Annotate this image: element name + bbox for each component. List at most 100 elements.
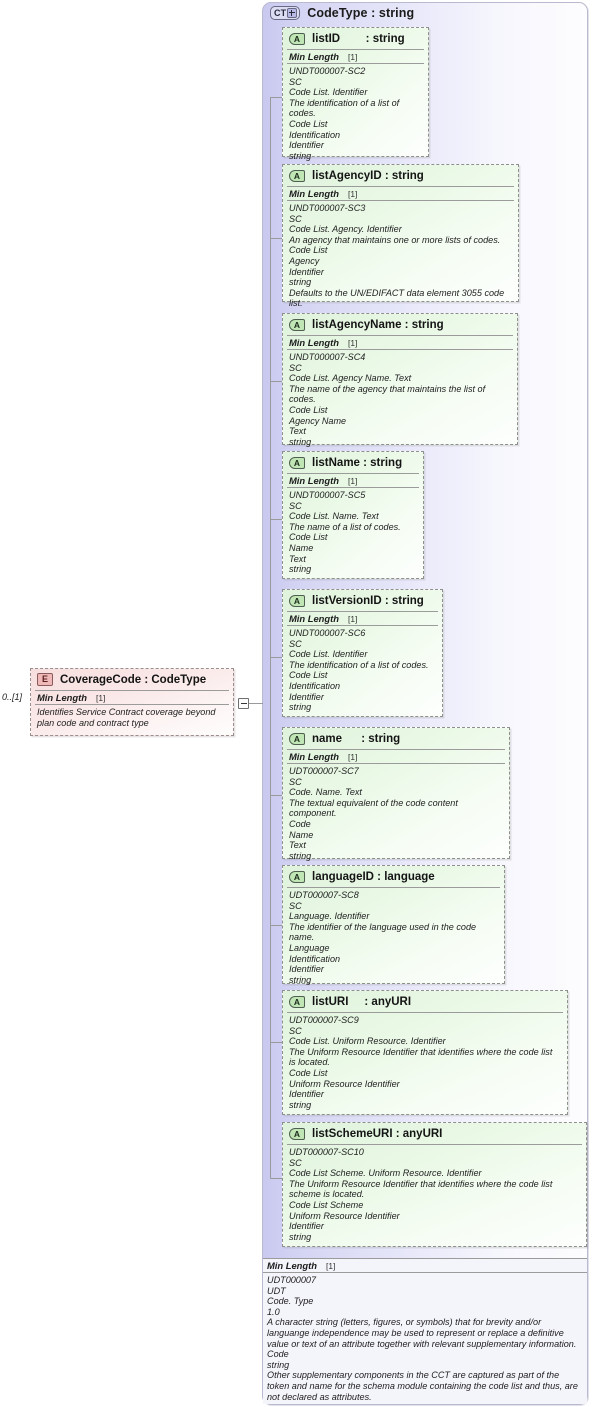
doc-line: Code List: [289, 670, 328, 681]
divider: [287, 200, 514, 201]
doc-line: SC: [289, 76, 302, 87]
divider: [287, 349, 513, 350]
attribute-documentation: UDT000007-SC9 SC Code List. Uniform Reso…: [283, 1013, 567, 1113]
attribute-title: listAgencyID : string: [312, 169, 424, 182]
divider: [263, 1258, 587, 1259]
attribute-box-listURI[interactable]: A listURI : anyURI UDT000007-SC9 SC Code…: [282, 990, 568, 1115]
facet-value: [1]: [96, 693, 106, 703]
attribute-box-languageID[interactable]: A languageID : language UDT000007-SC8 SC…: [282, 865, 505, 985]
doc-line: Code. Type: [267, 1296, 314, 1307]
attribute-title-row: A listID : string: [283, 28, 428, 49]
element-badge-icon: E: [37, 673, 53, 686]
doc-line: The name of a list of codes.: [289, 521, 401, 532]
complextype-badge-icon[interactable]: CT: [270, 6, 301, 20]
attribute-badge-icon: A: [289, 456, 305, 469]
doc-line: Code: [267, 1349, 289, 1360]
facet-row: Min Length [1]: [283, 50, 428, 63]
attribute-title: listSchemeURI : anyURI: [312, 1127, 443, 1140]
divider: [35, 704, 229, 705]
attribute-box-listVersionID[interactable]: A listVersionID : string Min Length [1] …: [282, 589, 443, 717]
doc-line: Code List. Name. Text: [289, 511, 379, 522]
doc-line: string: [289, 277, 312, 288]
doc-line: SC: [289, 500, 302, 511]
attribute-box-listSchemeURI[interactable]: A listSchemeURI : anyURI UDT000007-SC10 …: [282, 1122, 587, 1247]
doc-line: string: [289, 1099, 312, 1110]
attribute-title-row: A listName : string: [283, 452, 423, 473]
divider: [287, 487, 419, 488]
doc-line: Code List: [289, 1067, 328, 1078]
facet-value: [1]: [348, 476, 358, 486]
attribute-tree-vline-lower: [270, 1144, 271, 1179]
attribute-connector-3: [270, 381, 282, 382]
attribute-box-name[interactable]: A name : string Min Length [1] UDT000007…: [282, 727, 510, 861]
attribute-badge-icon: A: [289, 1127, 305, 1140]
doc-line: An agency that maintains one or more lis…: [289, 234, 501, 245]
facet-row: Min Length [1]: [283, 612, 442, 625]
divider: [287, 749, 505, 750]
doc-line: Identifies Service Contract coverage bey…: [37, 707, 216, 728]
facet-value: [1]: [348, 52, 358, 62]
element-title: CoverageCode : CodeType: [60, 673, 207, 686]
doc-line: UDT000007: [267, 1275, 317, 1285]
attribute-title: name : string: [312, 732, 401, 745]
doc-line: Code List Scheme: [289, 1199, 364, 1210]
attribute-title: listVersionID : string: [312, 594, 424, 607]
attribute-documentation: UNDT000007-SC3 SC Code List. Agency. Ide…: [283, 201, 518, 312]
facet-name: Min Length: [289, 751, 339, 762]
doc-line: Code: [289, 818, 311, 829]
doc-line: Agency Name: [289, 415, 347, 426]
complextype-badge-label: CT: [274, 8, 287, 18]
facet-row: Min Length [1]: [283, 187, 518, 200]
attribute-box-listID[interactable]: A listID : string Min Length [1] UNDT000…: [282, 27, 429, 161]
facet-name: Min Length: [289, 188, 339, 199]
attribute-box-listAgencyName[interactable]: A listAgencyName : string Min Length [1]…: [282, 313, 518, 447]
element-documentation: Identifies Service Contract coverage bey…: [31, 705, 233, 731]
attribute-documentation: UNDT000007-SC5 SC Code List. Name. Text …: [283, 488, 423, 578]
facet-name: Min Length: [289, 475, 339, 486]
attribute-connector-8: [270, 1042, 282, 1043]
doc-line: SC: [289, 1025, 302, 1036]
attribute-box-listAgencyID[interactable]: A listAgencyID : string Min Length [1] U…: [282, 164, 519, 308]
divider: [287, 63, 424, 64]
collapse-toggle-minus-icon[interactable]: [238, 698, 249, 709]
doc-line: The name of the agency that maintains th…: [289, 383, 486, 405]
doc-line: The identification of a list of codes.: [289, 659, 429, 670]
attribute-badge-icon: A: [289, 594, 305, 607]
doc-line: string: [289, 150, 312, 161]
complextype-codetype-header: CT CodeType : string: [270, 6, 414, 20]
attribute-tree-vline: [270, 97, 271, 1144]
attribute-title-row: A listVersionID : string: [283, 590, 442, 611]
doc-line: Text: [289, 426, 306, 437]
doc-line: UNDT000007-SC2: [289, 66, 366, 76]
attribute-title-row: A languageID : language: [283, 866, 504, 887]
doc-line: Identification: [289, 680, 341, 691]
doc-line: Identifier: [289, 691, 324, 702]
doc-line: UNDT000007-SC5: [289, 490, 366, 500]
doc-line: string: [289, 850, 312, 861]
doc-line: string: [289, 436, 312, 447]
doc-line: SC: [289, 213, 302, 224]
facet-value: [1]: [348, 338, 358, 348]
doc-line: Other supplementary components in the CC…: [267, 1370, 578, 1402]
doc-line: UNDT000007-SC6: [289, 628, 366, 638]
expand-plus-icon[interactable]: [287, 8, 298, 18]
element-box-CoverageCode[interactable]: E CoverageCode : CodeType Min Length [1]…: [30, 668, 234, 736]
codetype-documentation: UDT000007 UDT Code. Type 1.0 A character…: [263, 1273, 587, 1405]
doc-line: UDT000007-SC8: [289, 890, 359, 900]
attribute-connector-2: [270, 238, 282, 239]
doc-line: Uniform Resource Identifier: [289, 1210, 400, 1221]
facet-value: [1]: [348, 189, 358, 199]
attribute-box-listName[interactable]: A listName : string Min Length [1] UNDT0…: [282, 451, 424, 579]
doc-line: string: [289, 564, 312, 575]
doc-line: Identifier: [289, 1089, 324, 1100]
attribute-documentation: UDT000007-SC10 SC Code List Scheme. Unif…: [283, 1145, 586, 1245]
doc-line: UDT: [267, 1285, 286, 1296]
attribute-title: listName : string: [312, 456, 403, 469]
attribute-connector-4: [270, 519, 282, 520]
attribute-title-row: A listAgencyID : string: [283, 165, 518, 186]
doc-line: Language: [289, 942, 330, 953]
attribute-connector-9: [270, 1178, 282, 1179]
doc-line: Agency: [289, 255, 320, 266]
doc-line: UNDT000007-SC4: [289, 352, 366, 362]
